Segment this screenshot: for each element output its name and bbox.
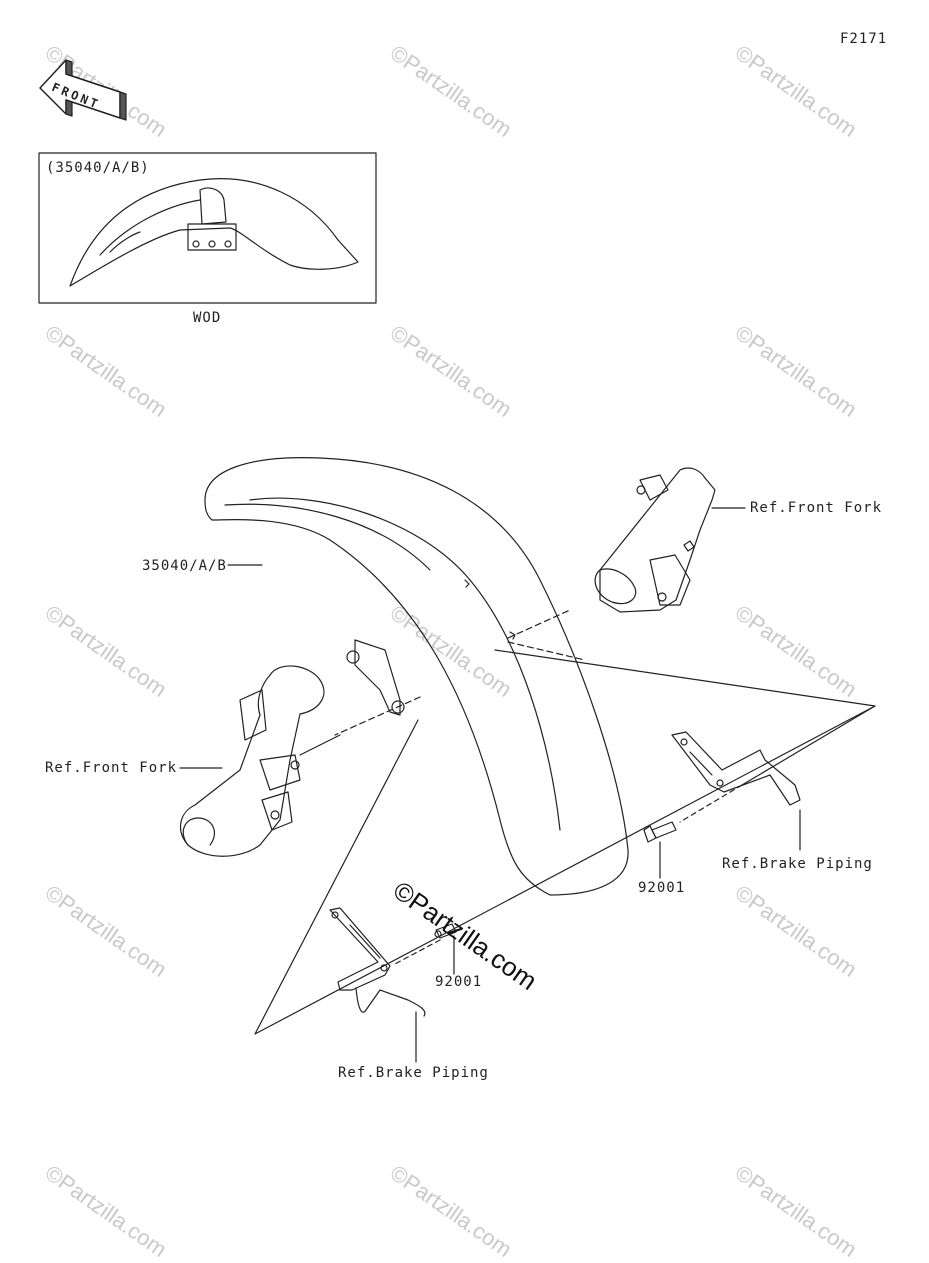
ref-front-fork-right-label: Ref.Front Fork bbox=[750, 500, 883, 516]
inset-fender bbox=[69, 178, 359, 287]
parts-diagram: ©Partzilla.com ©Partzilla.com ©Partzilla… bbox=[38, 31, 888, 1262]
ref-brake-piping-right-label: Ref.Brake Piping bbox=[722, 856, 873, 872]
front-arrow-icon bbox=[39, 59, 127, 121]
left-brake-bracket bbox=[329, 907, 426, 1017]
bolt-right-label: 92001 bbox=[638, 880, 686, 896]
left-front-fork bbox=[179, 665, 325, 857]
ref-front-fork-left-label: Ref.Front Fork bbox=[45, 760, 178, 776]
right-front-fork bbox=[594, 467, 716, 613]
fender-part-label: 35040/A/B bbox=[142, 558, 227, 574]
inset-variant-label: WOD bbox=[193, 310, 222, 326]
inset-part-label: (35040/A/B) bbox=[46, 160, 150, 176]
front-fender bbox=[204, 457, 629, 896]
ref-brake-piping-bottom-label: Ref.Brake Piping bbox=[338, 1065, 489, 1081]
right-brake-bracket bbox=[671, 731, 801, 806]
bolt-left-label: 92001 bbox=[435, 974, 483, 990]
diagram-code: F2171 bbox=[840, 31, 888, 47]
inset-box bbox=[38, 152, 377, 304]
bolt-icon bbox=[643, 821, 677, 843]
diagram-drawing bbox=[38, 59, 876, 1063]
